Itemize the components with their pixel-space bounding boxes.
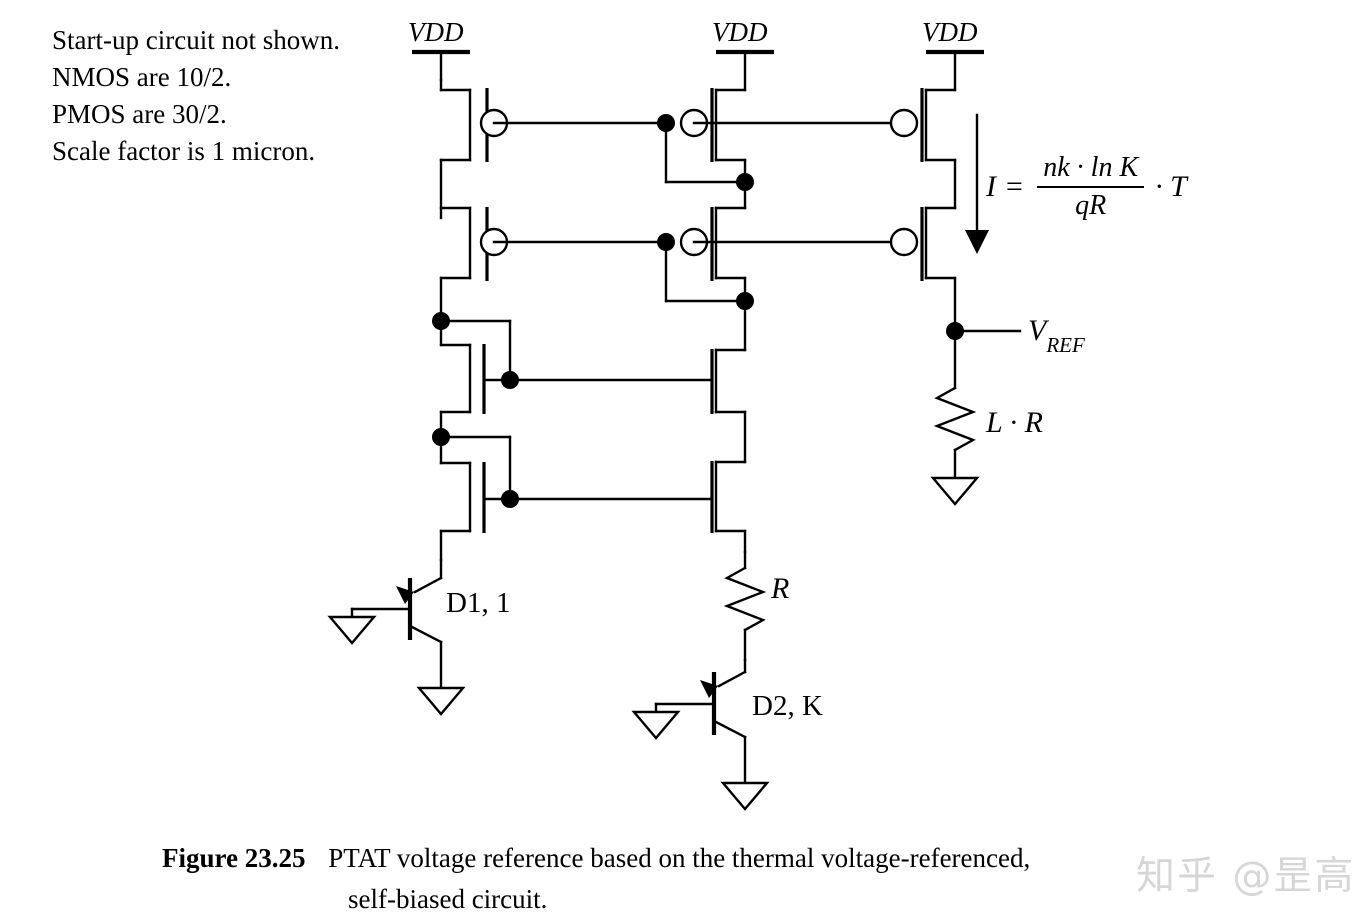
current-arrow-icon xyxy=(965,113,989,254)
watermark: 知乎 @昰高 xyxy=(1136,854,1356,899)
caption-line-1: PTAT voltage reference based on the ther… xyxy=(328,843,1031,873)
pmos-left-bottom xyxy=(439,206,509,323)
ground-symbol-d2-collector xyxy=(720,781,770,811)
pmos-middle-bottom xyxy=(657,206,754,310)
bjt-d2-label: D2, K xyxy=(752,690,823,722)
equation-denominator: qR xyxy=(1075,190,1107,221)
equation-lhs: I xyxy=(986,170,996,203)
note-line-2: NMOS are 10/2. xyxy=(52,62,232,92)
caption-line-2: self-biased circuit. xyxy=(348,884,548,914)
vdd-label-right: VDD xyxy=(922,17,978,47)
figure-number: Figure 23.25 xyxy=(162,843,306,873)
vref-subscript: REF xyxy=(1046,333,1085,357)
bjt-d2 xyxy=(631,672,770,811)
pmos-right-top xyxy=(889,88,957,210)
vref-symbol: V xyxy=(1028,314,1047,347)
ground-symbol-d1-base xyxy=(327,615,377,645)
note-line-1: Start-up circuit not shown. xyxy=(52,25,340,55)
vdd-label-left: VDD xyxy=(408,17,464,47)
ground-symbol-d2-base xyxy=(631,710,681,740)
equation-multiplier: · T xyxy=(1155,170,1187,203)
nmos-left-top xyxy=(432,312,519,439)
equation-numerator: nk · ln K xyxy=(1037,152,1145,188)
nmos-middle-top xyxy=(508,299,747,464)
wire-to-d2-slant xyxy=(717,670,747,688)
load-resistor-label: L · R xyxy=(986,406,1043,439)
current-equation: I = nk · ln K qR · T xyxy=(986,152,1187,222)
equation-fraction: nk · ln K qR xyxy=(1037,152,1145,222)
branch-resistor-label: R xyxy=(771,572,790,605)
pmos-left-top xyxy=(439,78,509,220)
resistor-load xyxy=(930,329,980,506)
pmos-right-bottom xyxy=(889,206,957,333)
equation-equals: = xyxy=(1004,170,1025,203)
note-line-3: PMOS are 30/2. xyxy=(52,99,227,129)
vref-label: VREF xyxy=(1028,314,1085,357)
nmos-left-bottom xyxy=(432,428,519,562)
bjt-d1 xyxy=(327,578,466,716)
ground-symbol-load xyxy=(930,476,980,506)
bjt-d1-label: D1, 1 xyxy=(446,587,511,619)
note-line-4: Scale factor is 1 micron. xyxy=(52,136,316,166)
nmos-middle-bottom xyxy=(508,460,747,554)
pmos-middle-top xyxy=(657,88,754,191)
ground-symbol-d1-collector xyxy=(416,686,466,716)
vdd-label-middle: VDD xyxy=(712,17,768,47)
figure-caption: Figure 23.25 PTAT voltage reference base… xyxy=(162,838,1172,920)
resistor-r xyxy=(723,550,767,662)
wire-to-d1-slant xyxy=(413,576,443,594)
